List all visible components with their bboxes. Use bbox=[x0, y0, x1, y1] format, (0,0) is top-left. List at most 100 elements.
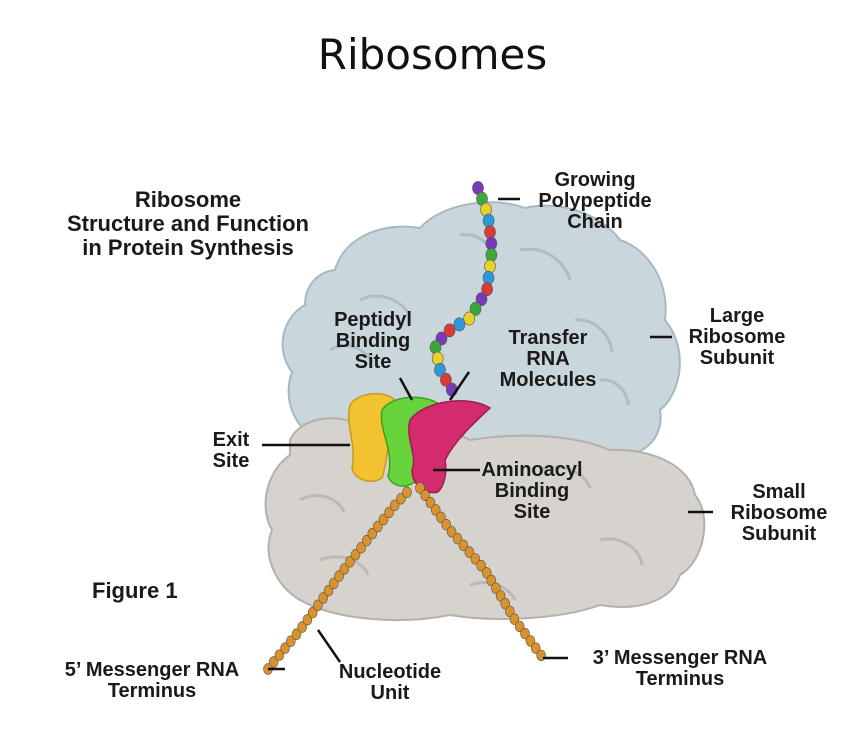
mrna-nucleotide-bead bbox=[520, 627, 530, 640]
label-line: Chain bbox=[567, 211, 623, 233]
polypeptide-bead bbox=[443, 323, 456, 338]
heading-line: Ribosome bbox=[134, 187, 242, 212]
mrna-nucleotide-bead bbox=[389, 499, 400, 512]
growing-polypeptide-chain-label: Growing Polypeptide Chain bbox=[520, 170, 670, 233]
mrna-nucleotide-bead bbox=[268, 656, 279, 668]
mrna-nucleotide-bead bbox=[323, 584, 334, 597]
aminoacyl-site-trna bbox=[408, 400, 492, 494]
label-line: Subunit bbox=[699, 347, 775, 369]
mrna-nucleotide-bead bbox=[420, 489, 431, 501]
mrna-nucleotide-bead bbox=[361, 534, 372, 547]
polypeptide-bead bbox=[485, 247, 498, 262]
mrna-nucleotide-bead bbox=[350, 548, 361, 561]
label-line: Nucleotide bbox=[338, 661, 442, 683]
label-line: Peptidyl bbox=[334, 309, 412, 331]
mrna-nucleotide-bead bbox=[525, 635, 536, 647]
polypeptide-bead bbox=[431, 351, 444, 366]
label-line: Transfer bbox=[508, 327, 588, 349]
mrna-nucleotide-bead bbox=[367, 527, 378, 540]
label-line: Ribosome bbox=[730, 502, 828, 524]
mrna-nucleotide-bead bbox=[452, 532, 463, 545]
mrna-nucleotide-bead bbox=[530, 642, 541, 654]
mrna-nucleotide-bead bbox=[297, 621, 307, 633]
mrna-nucleotide-bead bbox=[339, 563, 350, 575]
polypeptide-bead bbox=[440, 372, 452, 387]
heading-line: in Protein Synthesis bbox=[82, 235, 294, 260]
mrna-nucleotide-bead bbox=[415, 482, 425, 494]
mrna-nucleotide-bead bbox=[495, 590, 506, 602]
mrna-nucleotide-bead bbox=[491, 582, 501, 594]
mrna-nucleotide-bead bbox=[446, 526, 457, 538]
mrna-nucleotide-bead bbox=[430, 504, 441, 516]
figure-label: Figure 1 bbox=[92, 578, 178, 603]
label-line: Molecules bbox=[499, 369, 597, 391]
mrna-nucleotide-bead bbox=[285, 635, 296, 647]
polypeptide-bead bbox=[482, 213, 495, 228]
mrna-nucleotide-bead bbox=[481, 567, 492, 579]
mrna-nucleotide-bead bbox=[345, 556, 355, 568]
polypeptide-bead bbox=[484, 259, 496, 274]
polypeptide-bead bbox=[434, 362, 446, 377]
diagram-heading: Ribosome Structure and Function in Prote… bbox=[28, 188, 348, 260]
label-line: Small bbox=[752, 481, 806, 503]
polypeptide-bead bbox=[484, 225, 496, 239]
messenger-rna-strand bbox=[263, 482, 546, 675]
mrna-nucleotide-bead bbox=[356, 541, 366, 554]
polypeptide-bead bbox=[482, 270, 495, 285]
polypeptide-bead bbox=[429, 340, 442, 355]
mrna-nucleotide-bead bbox=[302, 614, 313, 626]
label-line: Binding bbox=[494, 480, 570, 502]
label-line: Large bbox=[709, 305, 765, 327]
mrna-nucleotide-bead bbox=[470, 553, 481, 565]
heading-line: Structure and Function bbox=[67, 211, 309, 236]
mrna-nucleotide-bead bbox=[313, 599, 323, 611]
polypeptide-bead bbox=[453, 317, 466, 332]
polypeptide-bead bbox=[469, 301, 482, 316]
mrna-nucleotide-bead bbox=[476, 559, 487, 572]
mrna-nucleotide-bead bbox=[384, 506, 394, 519]
mrna-nucleotide-bead bbox=[458, 539, 469, 551]
mrna-nucleotide-bead bbox=[307, 606, 318, 619]
mrna-nucleotide-bead bbox=[504, 605, 515, 618]
label-line: Unit bbox=[370, 682, 410, 704]
label-line: Binding bbox=[335, 330, 411, 352]
mrna-nucleotide-bead bbox=[334, 570, 344, 582]
mrna-nucleotide-bead bbox=[436, 511, 446, 523]
aminoacyl-binding-site-label: Aminoacyl Binding Site bbox=[472, 460, 592, 523]
label-line: Site bbox=[354, 351, 392, 373]
label-line: Terminus bbox=[635, 668, 725, 690]
mrna-nucleotide-bead bbox=[464, 546, 475, 558]
label-line: Polypeptide bbox=[538, 190, 652, 212]
large-ribosome-subunit bbox=[281, 201, 681, 457]
mrna-nucleotide-bead bbox=[373, 520, 383, 533]
label-line: Growing bbox=[554, 169, 636, 191]
mrna-nucleotide-bead bbox=[274, 649, 285, 661]
five-prime-mrna-terminus-label: 5’ Messenger RNA Terminus bbox=[32, 660, 272, 702]
growing-polypeptide-chain bbox=[429, 181, 498, 397]
exit-site-label: Exit Site bbox=[200, 430, 262, 472]
small-ribosome-subunit-label: Small Ribosome Subunit bbox=[714, 482, 844, 545]
label-line: RNA bbox=[526, 348, 570, 370]
mrna-nucleotide-bead bbox=[425, 496, 436, 509]
mrna-nucleotide-bead bbox=[500, 597, 511, 610]
label-line: Site bbox=[212, 450, 250, 472]
transfer-rna-molecules-label: Transfer RNA Molecules bbox=[478, 328, 618, 391]
polypeptide-bead bbox=[481, 282, 493, 297]
label-line: 5’ Messenger RNA bbox=[64, 659, 240, 681]
nucleotide-unit-label: Nucleotide Unit bbox=[320, 662, 460, 704]
mrna-nucleotide-bead bbox=[402, 486, 412, 498]
page-title: Ribosomes bbox=[317, 30, 548, 79]
mrna-nucleotide-bead bbox=[441, 518, 452, 531]
label-line: Site bbox=[513, 501, 551, 523]
label-line: Subunit bbox=[741, 523, 817, 545]
label-line: Aminoacyl bbox=[481, 459, 583, 481]
mrna-nucleotide-bead bbox=[396, 493, 406, 505]
mrna-nucleotide-bead bbox=[318, 592, 329, 604]
large-ribosome-subunit-label: Large Ribosome Subunit bbox=[672, 306, 802, 369]
label-line: Exit bbox=[212, 429, 250, 451]
leader-lines bbox=[262, 197, 713, 671]
mrna-nucleotide-bead bbox=[328, 577, 339, 590]
polypeptide-bead bbox=[463, 311, 476, 326]
three-prime-mrna-terminus-label: 3’ Messenger RNA Terminus bbox=[560, 648, 800, 690]
